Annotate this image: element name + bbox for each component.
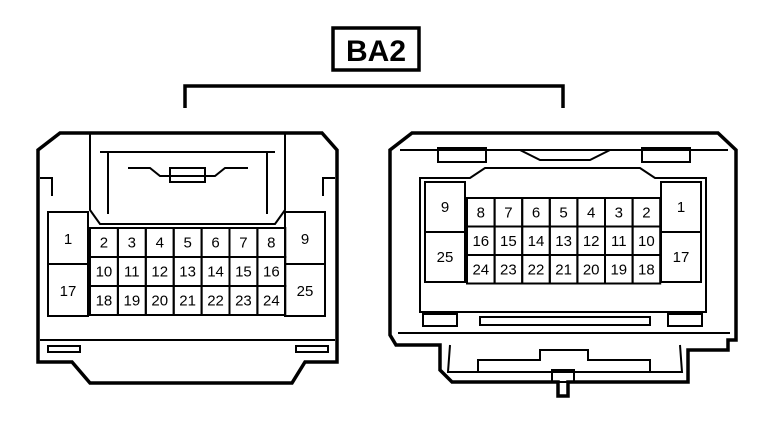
right-pin-label: 7 bbox=[504, 204, 512, 221]
right-pin-grid: 8 7 6 5 4 3 2 16 15 14 13 12 11 10 24 23 22 21 20 19 18 bbox=[466, 197, 662, 285]
left-pin-label: 8 bbox=[267, 235, 275, 252]
left-pin-label: 10 bbox=[96, 264, 113, 281]
left-pin-label: 18 bbox=[96, 293, 113, 310]
left-pin-label: 21 bbox=[179, 293, 196, 310]
left-side-left-0: 1 bbox=[64, 231, 72, 248]
left-pin-label: 2 bbox=[100, 235, 108, 252]
right-pin-label: 3 bbox=[615, 204, 623, 221]
right-pin-label: 15 bbox=[500, 233, 517, 250]
left-pin-label: 11 bbox=[124, 264, 140, 281]
right-pin-label: 10 bbox=[638, 233, 655, 250]
left-pin-label: 5 bbox=[183, 235, 191, 252]
right-pin-label: 20 bbox=[583, 261, 600, 278]
left-side-right-0: 9 bbox=[301, 231, 309, 248]
left-pin-label: 4 bbox=[156, 235, 164, 252]
right-pin-label: 8 bbox=[477, 204, 485, 221]
right-pin-label: 12 bbox=[583, 233, 600, 250]
right-pin-label: 24 bbox=[472, 261, 489, 278]
title-label: BA2 bbox=[331, 26, 421, 72]
left-pin-label: 3 bbox=[128, 235, 136, 252]
left-pin-label: 15 bbox=[235, 264, 252, 281]
left-side-left-1: 17 bbox=[60, 283, 77, 300]
right-pin-label: 21 bbox=[555, 261, 572, 278]
right-pin-label: 23 bbox=[500, 261, 517, 278]
right-pin-label: 5 bbox=[559, 204, 567, 221]
left-pin-label: 22 bbox=[207, 293, 224, 310]
right-pin-label: 6 bbox=[532, 204, 540, 221]
right-side-right-1: 17 bbox=[673, 249, 690, 266]
left-pin-label: 7 bbox=[239, 235, 247, 252]
right-pin-cell bbox=[631, 254, 662, 285]
left-pin-label: 12 bbox=[151, 264, 168, 281]
left-pin-label: 6 bbox=[211, 235, 219, 252]
left-pin-label: 19 bbox=[124, 293, 141, 310]
right-side-left-1: 25 bbox=[437, 249, 454, 266]
right-pin-label: 13 bbox=[555, 233, 572, 250]
title-text: BA2 bbox=[346, 35, 406, 68]
right-pin-label: 4 bbox=[587, 204, 595, 221]
left-pin-label: 16 bbox=[263, 264, 280, 281]
left-pin-label: 20 bbox=[151, 293, 168, 310]
bracket-line bbox=[183, 84, 565, 108]
right-side-right-0: 1 bbox=[677, 199, 685, 216]
left-pin-label: 13 bbox=[179, 264, 196, 281]
right-pin-label: 19 bbox=[610, 261, 627, 278]
right-pin-label: 18 bbox=[638, 261, 655, 278]
left-pin-label: 24 bbox=[263, 293, 280, 310]
left-pin-label: 23 bbox=[235, 293, 252, 310]
right-side-left-0: 9 bbox=[441, 199, 449, 216]
right-pin-label: 22 bbox=[528, 261, 545, 278]
right-pin-label: 16 bbox=[472, 233, 489, 250]
right-pin-label: 11 bbox=[611, 233, 627, 250]
right-pin-label: 2 bbox=[642, 204, 650, 221]
right-pin-label: 14 bbox=[528, 233, 545, 250]
left-pin-cell bbox=[256, 285, 287, 316]
left-side-right-1: 25 bbox=[297, 283, 314, 300]
left-pin-label: 14 bbox=[207, 264, 224, 281]
right-connector: 9 25 1 17 8 7 6 5 4 3 2 16 15 14 13 12 11 10 24 23 22 21 2… bbox=[388, 131, 738, 398]
